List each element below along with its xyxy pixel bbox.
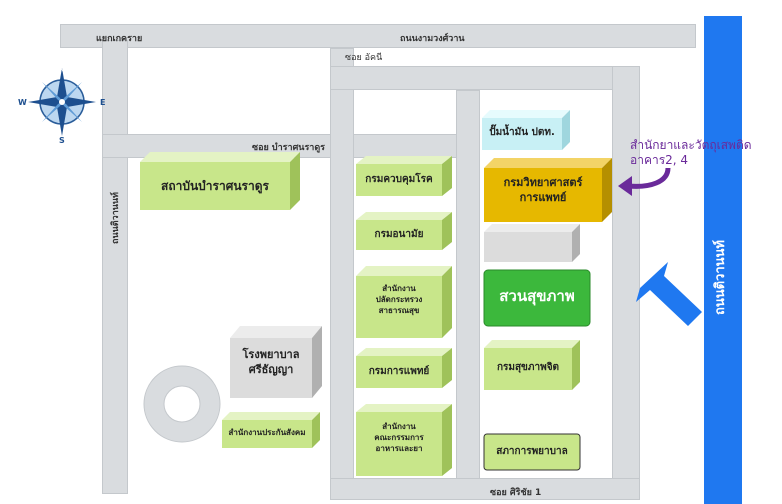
label-park: สวนสุขภาพ: [499, 287, 575, 305]
compass-n: N: [60, 67, 65, 74]
road-middle-vertical: [456, 90, 480, 480]
block-permsec: [356, 266, 452, 338]
road-label-soi-siriya: ซอย ศิริชัย 1: [490, 488, 542, 498]
block-disease-control: [356, 156, 452, 196]
compass-w-label: W: [18, 98, 27, 107]
label-fda-line3: อาหารและยา: [375, 443, 423, 453]
block-gray-unnamed: [484, 224, 580, 262]
label-dmsc-line2: การแพทย์: [519, 190, 567, 204]
label-medical-services: กรมการแพทย์: [368, 366, 430, 377]
compass-e-label: E: [100, 98, 106, 107]
road-soi-akhani-vertical: [330, 48, 354, 494]
label-permsec: สำนักงาน ปลัดกระทรวง สาธารณสุข: [356, 284, 442, 316]
label-mental-health: กรมสุขภาพจิต: [496, 362, 560, 373]
label-bamrat-institute: สถาบันบำราศนราดูร: [161, 179, 269, 193]
road-top: [60, 24, 696, 48]
label-fda-line1: สำนักงาน: [382, 422, 416, 431]
label-ptt-station: ปั๊มน้ำมัน ปตท.: [489, 127, 555, 138]
block-mental-health: [484, 340, 580, 390]
road-left-vertical: [102, 40, 128, 494]
block-medical-services: [356, 348, 452, 388]
label-fda-line2: คณะกรรมการ: [374, 432, 424, 442]
callout-arrow: [627, 167, 671, 189]
block-social-security: [222, 412, 320, 448]
label-hospital-line1: โรงพยาบาล: [242, 348, 300, 361]
callout-text: สำนักยาและวัตถุเสพติด อาคาร2, 4: [630, 138, 752, 168]
label-dmsc-line1: กรมวิทยาศาสตร์: [503, 176, 583, 189]
road-label-soi-akhani: ซอย อัคนี: [345, 53, 383, 63]
label-permsec-line1: สำนักงาน: [382, 284, 416, 293]
label-permsec-line3: สาธารณสุข: [378, 305, 420, 315]
block-bamrat-institute: [140, 152, 300, 210]
road-label-top-left: แยกเกคราย: [96, 34, 143, 44]
road-right-vertical: [612, 66, 640, 494]
road-label-soi-bamrat: ซอย บำราศนราดูร: [252, 143, 326, 153]
block-anamai: [356, 212, 452, 250]
block-nursing-council: [483, 433, 581, 471]
label-hospital: โรงพยาบาล ศรีธัญญา: [230, 348, 312, 378]
road-inner-top: [330, 66, 640, 90]
block-dmsc: [484, 158, 612, 222]
label-anamai: กรมอนามัย: [374, 229, 424, 240]
label-social-security: สำนักงานประกันสังคม: [228, 428, 306, 437]
entrance-arrow: [636, 262, 702, 326]
label-permsec-line2: ปลัดกระทรวง: [375, 294, 423, 304]
label-dmsc: กรมวิทยาศาสตร์ การแพทย์: [484, 176, 602, 206]
highway: [704, 16, 742, 504]
block-hospital: [230, 326, 322, 398]
road-label-top-main: ถนนงามวงศ์วาน: [400, 34, 465, 44]
callout-line1: สำนักยาและวัตถุเสพติด: [630, 138, 752, 152]
compass-s-label: S: [59, 136, 65, 145]
roundabout: [143, 365, 221, 443]
label-hospital-line2: ศรีธัญญา: [248, 362, 294, 376]
callout-line2: อาคาร2, 4: [630, 153, 689, 167]
label-fda: สำนักงาน คณะกรรมการ อาหารและยา: [356, 422, 442, 454]
block-ptt-station: [482, 110, 570, 150]
label-disease-control: กรมควบคุมโรค: [365, 174, 433, 185]
road-soi-siriya: [330, 478, 640, 500]
block-fda: [356, 404, 452, 476]
compass-rose: N: [28, 67, 96, 136]
label-nursing-council: สภาการพยาบาล: [496, 446, 568, 457]
block-park: [483, 269, 591, 327]
